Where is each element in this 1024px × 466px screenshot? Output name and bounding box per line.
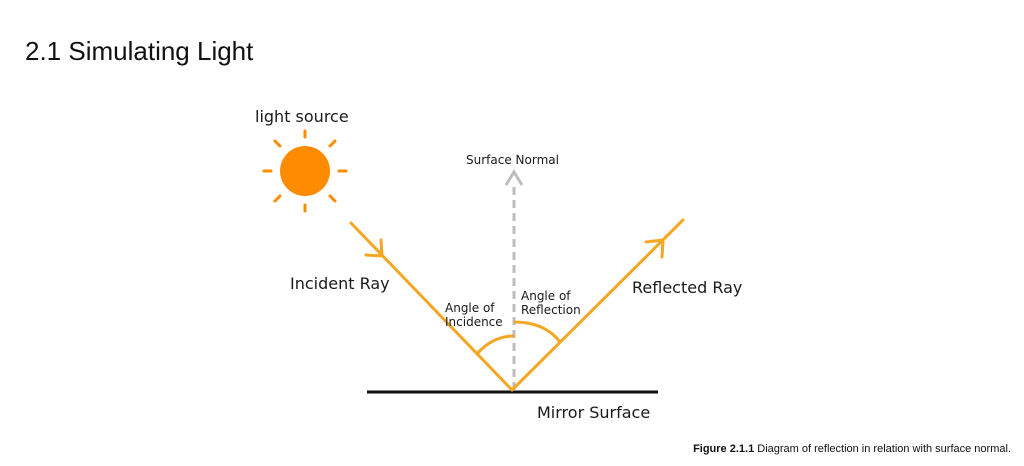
figure-caption-text: Diagram of reflection in relation with s… xyxy=(757,443,1011,455)
figure-caption: Figure 2.1.1 Diagram of reflection in re… xyxy=(693,443,1011,455)
angle-of-incidence-label-line2: Incidence xyxy=(445,315,503,329)
incident-arrowhead xyxy=(364,238,384,258)
angle-of-incidence-label-line1: Angle of xyxy=(445,301,495,315)
light-source xyxy=(262,129,348,213)
reflected-ray xyxy=(510,218,685,392)
reflected-ray-label: Reflected Ray xyxy=(632,278,742,297)
angle-of-incidence-arc xyxy=(474,334,515,356)
figure-number: Figure 2.1.1 xyxy=(693,443,755,455)
surface-normal xyxy=(504,169,524,390)
surface-normal-label: Surface Normal xyxy=(466,153,559,167)
sun-rays xyxy=(262,129,348,213)
light-source-label: light source xyxy=(255,107,349,126)
angle-of-reflection-arc xyxy=(513,320,562,343)
reflected-arrowhead xyxy=(644,238,665,259)
normal-arrowhead xyxy=(504,169,524,186)
incident-ray xyxy=(349,221,514,392)
incident-ray-label: Incident Ray xyxy=(290,274,390,293)
angle-of-reflection-label-line1: Angle of xyxy=(521,289,571,303)
sun-icon xyxy=(280,146,330,196)
mirror-surface-label: Mirror Surface xyxy=(537,403,650,422)
section-heading: 2.1 Simulating Light xyxy=(25,36,254,66)
angle-of-reflection-label-line2: Reflection xyxy=(521,303,581,317)
